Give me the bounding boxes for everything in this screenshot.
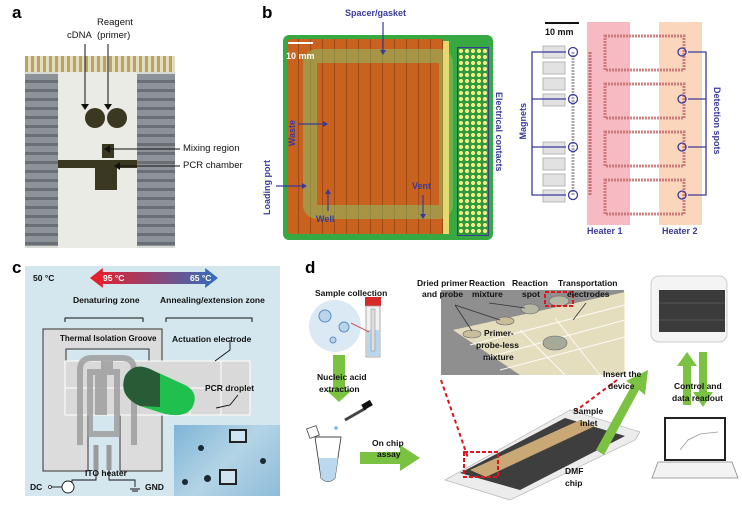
label-mixing-region: Mixing region — [183, 143, 240, 154]
label-vent: Vent — [412, 181, 432, 191]
yellow-strip — [443, 41, 449, 234]
label-gnd: GND — [145, 482, 164, 492]
label-insert-1: Insert the — [603, 369, 642, 379]
label-spacer-gasket: Spacer/gasket — [345, 8, 407, 18]
label-primer-less-3: mixture — [483, 352, 514, 362]
label-primer: (primer) — [97, 30, 131, 41]
label-control-1: Control and — [674, 381, 722, 391]
via-dot — [260, 458, 266, 464]
label-pcr-chamber: PCR chamber — [183, 160, 243, 171]
label-sample-inlet-2: inlet — [580, 418, 598, 428]
label-well: Well — [316, 214, 335, 224]
temperature-gradient-arrow — [90, 268, 218, 288]
heater1-zone — [587, 22, 630, 225]
label-heater2: Heater 2 — [662, 226, 698, 236]
label-nucleic-acid-2: extraction — [319, 384, 360, 394]
panel-b-letter: b — [262, 3, 273, 22]
label-ito-heater: ITO heater — [85, 468, 127, 478]
label-actuation-electrode: Actuation electrode — [172, 334, 252, 344]
chip-photo-inset — [174, 425, 280, 496]
cdna-reservoir — [85, 108, 105, 128]
label-thermal-groove: Thermal Isolation Groove — [60, 334, 157, 343]
label-reaction-spot-1: Reaction — [512, 278, 548, 288]
label-dried-primer-1: Dried primer — [417, 278, 468, 288]
label-detection-spots: Detection spots — [712, 87, 722, 155]
label-sample-collection: Sample collection — [315, 288, 388, 298]
label-heater1: Heater 1 — [587, 226, 623, 236]
panel-a-letter: a — [12, 3, 22, 22]
label-reaction-mixture-2: mixture — [472, 289, 503, 299]
label-primer-less-1: Primer- — [484, 328, 514, 338]
label-pcr-droplet: PCR droplet — [205, 383, 255, 393]
label-temp-ambient: 50 °C — [33, 273, 55, 283]
label-dried-primer-2: and probe — [422, 289, 464, 299]
label-control-2: data readout — [672, 393, 724, 403]
label-insert-2: device — [608, 381, 635, 391]
label-electrical-contacts: Electrical contacts — [494, 92, 504, 172]
label-reaction-spot-2: spot — [522, 289, 540, 299]
label-primer-less-2: probe-less — [476, 340, 519, 350]
panel-c-letter: c — [12, 258, 22, 277]
contact-grid — [457, 47, 489, 236]
via-dot — [198, 445, 204, 451]
label-on-chip-1: On chip — [372, 438, 404, 448]
label-transport-1: Transportation — [558, 278, 618, 288]
spacer-gasket — [303, 49, 453, 219]
label-cdna: cDNA — [67, 30, 92, 41]
label-scale-bar-left: 10 mm — [286, 51, 315, 61]
panel-a-photo — [25, 56, 175, 248]
label-denaturing-zone: Denaturing zone — [73, 295, 140, 305]
label-on-chip-2: assay — [377, 449, 401, 459]
panel-d-letter: d — [305, 258, 316, 277]
label-reagent: Reagent — [97, 17, 133, 28]
left-connector — [25, 74, 58, 246]
label-dmf-2: chip — [565, 478, 583, 488]
label-transport-2: electrodes — [567, 289, 610, 299]
label-temp-hot: 95 °C — [103, 273, 125, 283]
label-scale-bar-right: 10 mm — [545, 27, 574, 37]
label-annealing-zone: Annealing/extension zone — [160, 295, 265, 305]
via-dot — [182, 479, 188, 485]
pcr-chamber-shape — [58, 160, 137, 168]
virus-circle — [309, 300, 361, 352]
pcr-chamber-shape-body — [95, 168, 117, 190]
gold-contacts — [25, 56, 175, 72]
right-connector — [137, 74, 175, 246]
label-nucleic-acid-1: Nucleic acid — [317, 372, 367, 382]
heater-chip-1 — [229, 429, 247, 443]
via-dot — [204, 475, 211, 482]
label-dc: DC — [30, 482, 43, 492]
label-dmf-1: DMF — [565, 466, 584, 476]
pcb-board — [283, 35, 493, 240]
reagent-reservoir — [107, 108, 127, 128]
heater-chip-2 — [219, 469, 237, 485]
label-sample-inlet-1: Sample — [573, 406, 604, 416]
label-temp-cool: 65 °C — [190, 273, 212, 283]
label-reaction-mixture-1: Reaction — [469, 278, 505, 288]
